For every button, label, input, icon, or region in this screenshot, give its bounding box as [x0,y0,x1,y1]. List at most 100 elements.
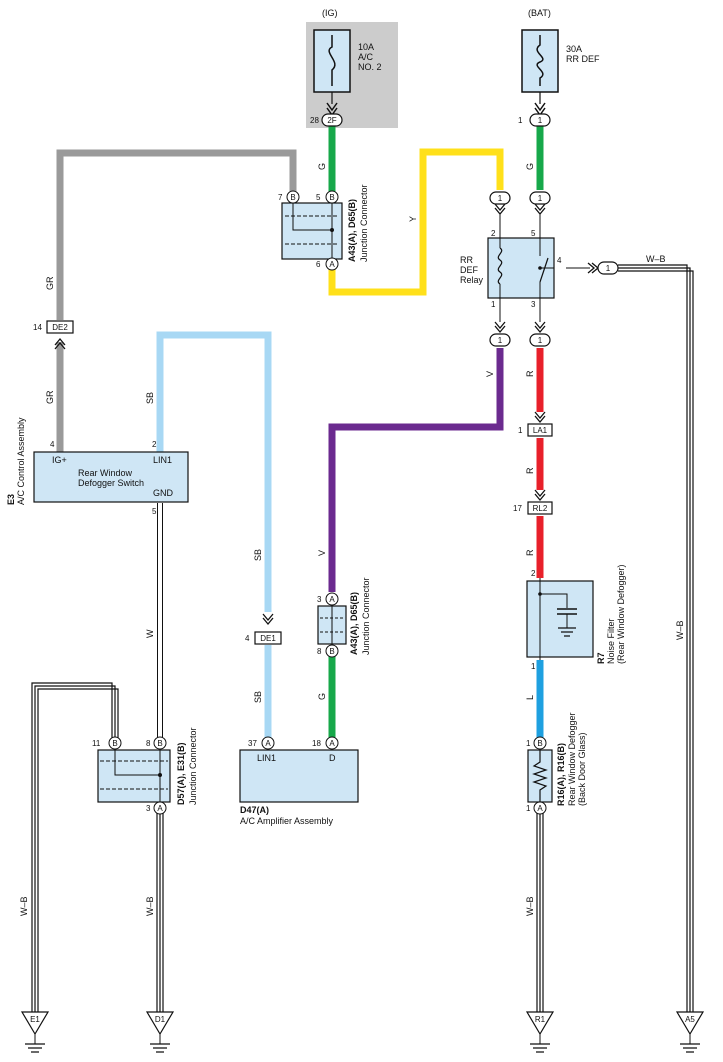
la1-connector [527,423,553,437]
jc-mid-pin-a [325,592,339,606]
jc-top-pin6: 6 [316,260,321,269]
relay-switch-blade [539,257,549,283]
defogger-name2: (Back Door Glass) [577,732,587,806]
wire-gr [56,149,297,320]
noise-filter-name2: (Rear Window Defogger) [616,564,626,664]
connector-2f-label: 2F [327,116,336,125]
jc-low-letter-b-left: B [112,739,117,748]
wl-r-3: R [525,549,535,556]
wl-sb-low: SB [253,691,263,703]
de2-pin: 14 [33,323,42,332]
ground-icon-a5 [680,1043,700,1053]
wl-gr-bottom: GR [45,390,55,404]
ground-a5: A5 [675,1011,705,1053]
wire-y [328,148,504,296]
ground-icon-d1 [150,1043,170,1053]
wl-g-bat: G [525,163,535,170]
ac-control-box [33,451,189,503]
defogger-name1: Rear Window Defogger [567,712,577,806]
wl-wb-d1: W–B [145,896,155,916]
defogger-letter-a: A [537,804,543,813]
ground-r1-label: R1 [535,1015,546,1024]
wl-r-2: R [525,467,535,474]
ac-control-lin1: LIN1 [153,455,172,465]
defogger-code: R16(A), R16(B) [556,743,566,806]
relay-pin2: 2 [491,229,496,238]
jc-mid-letter-b: B [329,647,334,656]
ground-icon-filter [558,627,576,637]
relay-in-g [529,191,551,205]
ground-r1: R1 [525,1011,555,1053]
amp-pin37-num: 37 [248,739,257,748]
relay-pin1: 1 [491,300,496,309]
jc-low-bus [114,750,160,776]
relay-label2: DEF [460,265,479,275]
wl-y: Y [408,216,418,222]
source-ig: (IG) [322,8,338,18]
wl-wb-r1: W–B [525,896,535,916]
amp-letter-18: A [329,739,335,748]
defogger-pin-b-num: 1 [526,739,531,748]
jc-low-pin-a [153,801,167,815]
relay-in-y-arrow [494,203,506,216]
jc-mid-letter-a: A [329,595,335,604]
wire-wb-r1 [536,812,544,1012]
jc-low-letter-a: A [157,804,163,813]
jc-top-pin5: 5 [316,193,321,202]
la1-pin: 1 [518,426,523,435]
wl-sb-top: SB [145,392,155,404]
source-bat: (BAT) [528,8,551,18]
relay-in-g-arrow [534,203,546,216]
amp-d: D [329,753,336,763]
wire-wb-a5 [618,264,694,1012]
amp-pin-18 [325,736,339,750]
noise-filter-name1: Noise Filter [606,618,616,664]
amp-pin18-num: 18 [312,739,321,748]
ground-d1: D1 [145,1011,175,1053]
fuse-ig-l1: 10A [358,42,374,52]
defogger-pin-a-num: 1 [526,804,531,813]
jc-top-code: A43(A), D65(B) [347,199,357,262]
connector-bat-1-pin: 1 [518,116,523,125]
jc-low-node [158,773,162,777]
rl2-arrow [534,489,546,502]
jc-mid-pin3: 3 [317,595,322,604]
noise-filter-code: R7 [596,652,606,664]
wl-wb-e1: W–B [19,896,29,916]
relay-label1: RR [460,255,473,265]
wl-sb-mid: SB [253,549,263,561]
noise-filter-node [538,592,542,596]
jc-top-pin7: 7 [278,193,283,202]
de2-arrow [54,337,66,350]
jc-low-box [97,749,171,803]
ground-e1: E1 [20,1011,50,1053]
amplifier-box [239,749,359,803]
de1-label: DE1 [260,634,276,643]
fuse-ig-l3: NO. 2 [358,62,382,72]
relay-in-y-label: 1 [498,194,503,203]
jc-top-letter-b-right: B [329,193,334,202]
connector-2f [321,113,343,127]
wl-v-top: V [485,371,495,377]
wire-sb-upper [156,331,272,612]
jc-low-pin-b-right [153,736,167,750]
de2-connector [46,320,74,334]
jc-low-pin3: 3 [146,804,151,813]
amp-letter-37: A [265,739,271,748]
jc-low-name: Junction Connector [188,727,198,805]
wl-wb-out: W–B [646,254,666,264]
ac-control-name1: Rear Window [78,468,133,478]
ac-control-pin5: 5 [152,507,157,516]
relay-out-r-label: 1 [538,336,543,345]
noise-filter-box [526,580,594,658]
la1-label: LA1 [533,426,548,435]
relay-pin5: 5 [531,229,536,238]
fuse-ig-l2: A/C [358,52,374,62]
ac-control-code: E3 [6,494,16,505]
wl-wb-a5: W–B [675,620,685,640]
wire-wb-e1 [31,682,119,1012]
relay-coil-icon [497,247,503,285]
ac-control-pin2: 2 [152,440,157,449]
de1-arrow [262,613,274,626]
relay-in-y [489,191,511,205]
